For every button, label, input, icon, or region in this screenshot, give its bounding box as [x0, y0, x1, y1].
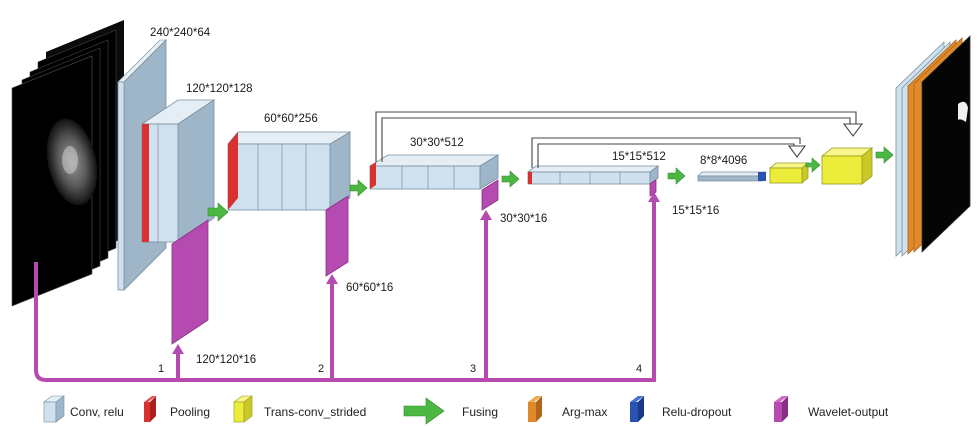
trans-conv-block-1	[768, 162, 810, 184]
legend-item-conv: Conv, relu	[43, 395, 124, 423]
trans-conv-block-2	[820, 147, 874, 185]
wavelet-output-4	[649, 179, 657, 197]
fuse-arrow-1	[207, 202, 229, 222]
legend: Conv, relu Pooling Trans-conv_strided Fu…	[43, 395, 889, 425]
conv-block-4	[368, 154, 500, 190]
legend-label-conv: Conv, relu	[70, 405, 124, 419]
dim-label-4: 30*30*512	[410, 137, 464, 149]
branch-number-2: 2	[318, 363, 324, 375]
pooling-layer-4	[528, 172, 532, 184]
legend-label-argmax: Arg-max	[562, 405, 607, 419]
dim-label-2: 120*120*128	[186, 83, 253, 95]
legend-label-relu-dropout: Relu-dropout	[662, 405, 732, 419]
legend-label-pooling: Pooling	[170, 405, 210, 419]
dim-label-6: 8*8*4096	[700, 155, 747, 167]
legend-item-pooling: Pooling	[144, 396, 210, 422]
fuse-arrow-6	[875, 146, 894, 164]
pooling-layer-3	[370, 162, 376, 189]
fuse-arrow-4	[667, 167, 686, 185]
dim-label-1: 240*240*64	[150, 27, 211, 39]
wavelet-dim-1: 120*120*16	[196, 354, 256, 366]
legend-item-argmax: Arg-max	[528, 396, 607, 422]
fuse-arrow-3	[501, 170, 520, 188]
pooling-layer-1	[142, 124, 149, 242]
branch-number-4: 4	[636, 363, 642, 375]
wavelet-output-1	[171, 219, 209, 345]
legend-item-fusing: Fusing	[403, 397, 498, 425]
wavelet-arrowheads	[172, 192, 660, 354]
legend-label-fusing: Fusing	[462, 405, 498, 419]
legend-fuse-arrow	[403, 397, 445, 425]
wavelet-bus	[34, 200, 656, 382]
wavelet-output-2	[325, 195, 349, 277]
relu-dropout-block	[697, 171, 767, 182]
wavelet-output-3	[481, 179, 499, 211]
legend-label-trans-conv: Trans-conv_strided	[264, 405, 366, 419]
conv-block-3	[227, 131, 351, 211]
fuse-arrow-5	[805, 157, 821, 173]
segmentation-mask	[958, 101, 968, 122]
branch-number-1: 1	[158, 363, 164, 375]
skip-connection-2	[531, 137, 807, 168]
wavelet-dim-3: 30*30*16	[500, 213, 547, 225]
wavelet-dim-4: 15*15*16	[672, 205, 719, 217]
fuse-arrow-2	[349, 179, 368, 197]
skip-connection-1	[375, 111, 864, 162]
conv-block-2	[140, 99, 216, 243]
legend-item-relu-dropout: Relu-dropout	[630, 396, 732, 422]
dim-label-3: 60*60*256	[264, 113, 318, 125]
legend-label-wavelet: Wavelet-output	[808, 405, 889, 419]
dim-label-5: 15*15*512	[612, 151, 666, 163]
wavelet-dim-2: 60*60*16	[346, 282, 393, 294]
output-stack	[895, 35, 971, 257]
pooling-layer-2	[228, 132, 238, 210]
branch-number-3: 3	[470, 363, 476, 375]
legend-item-trans-conv: Trans-conv_strided	[233, 395, 366, 423]
legend-item-wavelet: Wavelet-output	[774, 396, 889, 422]
conv-block-5	[526, 165, 660, 185]
input-image-stack	[11, 20, 124, 307]
